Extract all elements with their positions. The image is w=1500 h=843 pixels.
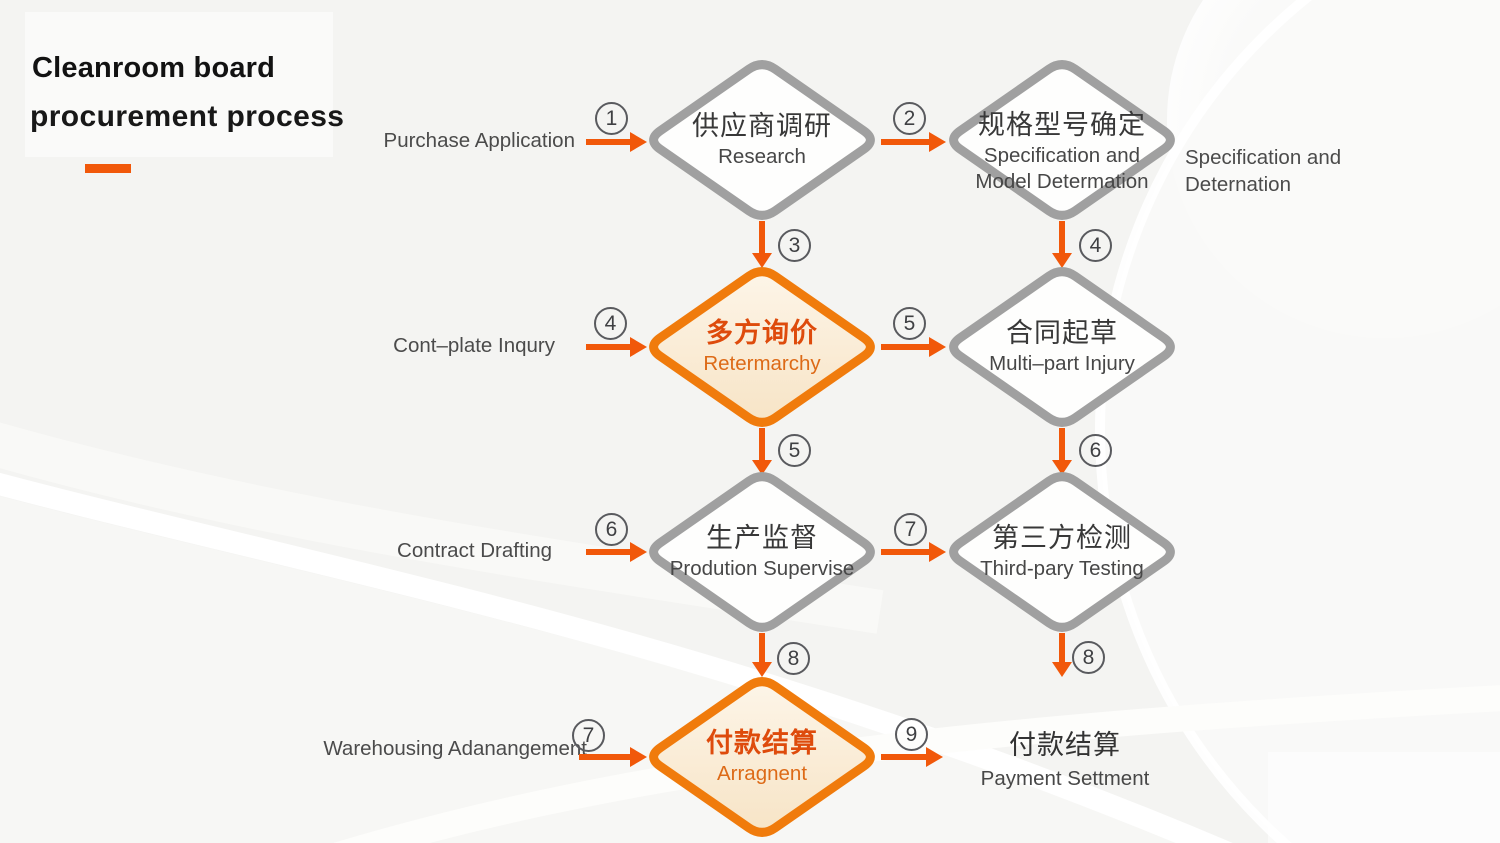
node-specification-en2: Model Determation [975, 169, 1149, 193]
step-badge-5b: 5 [778, 434, 811, 467]
node-supplier-research: 供应商调研 Research [642, 55, 882, 225]
step-badge-6b: 6 [595, 513, 628, 546]
arrow-right-3 [586, 337, 647, 357]
node-contract-draft-en: Multi–part Injury [989, 351, 1135, 375]
payment-settlement-en: Payment Settment [980, 766, 1150, 790]
arrow-right-8 [881, 747, 943, 767]
step-badge-4b: 4 [594, 307, 627, 340]
page-title-line2: procurement process [30, 100, 345, 133]
node-specification-en1: Specification and [983, 143, 1141, 167]
node-thirdparty-testing-en: Third-pary Testing [980, 556, 1144, 580]
payment-settlement-zh: 付款结算 [1009, 730, 1121, 760]
specification-side-line1: Specification and [1185, 146, 1342, 169]
node-production-supervise-zh: 生产监督 [706, 523, 818, 553]
step-badge-9: 9 [895, 718, 928, 751]
node-payment-arrangement: 付款结算 Arragnent [642, 672, 882, 842]
node-contract-draft: 合同起草 Multi–part Injury [942, 262, 1182, 432]
node-thirdparty-testing: 第三方检测 Third-pary Testing [942, 467, 1182, 637]
arrow-right-7 [579, 747, 647, 767]
arrow-down-5 [752, 633, 772, 677]
node-production-supervise-en: Prodution Supervise [669, 556, 855, 580]
arrow-right-6 [881, 542, 946, 562]
step-badge-6: 6 [1079, 434, 1112, 467]
arrow-down-2 [1052, 221, 1072, 268]
node-payment-arrangement-en: Arragnent [716, 761, 808, 785]
node-specification: 规格型号确定 Specification and Model Determati… [942, 55, 1182, 225]
arrow-down-4 [1052, 428, 1072, 475]
row1-label: Purchase Application [383, 129, 575, 152]
arrow-right-5 [586, 542, 647, 562]
arrow-down-1 [752, 221, 772, 268]
node-supplier-research-zh: 供应商调研 [692, 111, 832, 141]
arrow-down-6 [1052, 633, 1072, 677]
node-thirdparty-testing-zh: 第三方检测 [992, 523, 1132, 553]
step-badge-4: 4 [1079, 229, 1112, 262]
node-payment-arrangement-zh: 付款结算 [706, 728, 818, 758]
node-multi-inquiry-zh: 多方询价 [706, 318, 818, 348]
payment-settlement-text: 付款结算 Payment Settment [924, 729, 1206, 792]
node-contract-draft-zh: 合同起草 [1006, 318, 1118, 348]
step-badge-5: 5 [893, 307, 926, 340]
page-title-line1: Cleanroom board [32, 52, 276, 84]
arrow-right-1 [586, 132, 647, 152]
row4-label: Warehousing Adanangement [323, 737, 587, 760]
node-specification-zh: 规格型号确定 [978, 109, 1146, 140]
step-badge-7b: 7 [572, 719, 605, 752]
step-badge-3: 3 [778, 229, 811, 262]
specification-side-line2: Deternation [1185, 173, 1291, 196]
row3-label: Contract Drafting [397, 539, 552, 562]
node-production-supervise: 生产监督 Prodution Supervise [642, 467, 882, 637]
node-multi-inquiry-en: Retermarchy [703, 351, 821, 375]
step-badge-8: 8 [777, 642, 810, 675]
step-badge-8b: 8 [1072, 641, 1105, 674]
arrow-right-2 [881, 132, 946, 152]
step-badge-7: 7 [894, 513, 927, 546]
node-multi-inquiry: 多方询价 Retermarchy [642, 262, 882, 432]
row2-label: Cont–plate Inqury [393, 334, 555, 357]
specification-side-text: Specification and Deternation [1185, 144, 1341, 198]
step-badge-2: 2 [893, 102, 926, 135]
node-supplier-research-en: Research [718, 144, 806, 168]
arrow-right-4 [881, 337, 946, 357]
arrow-down-3 [752, 428, 772, 475]
title-accent-bar [85, 164, 131, 173]
step-badge-1: 1 [595, 102, 628, 135]
